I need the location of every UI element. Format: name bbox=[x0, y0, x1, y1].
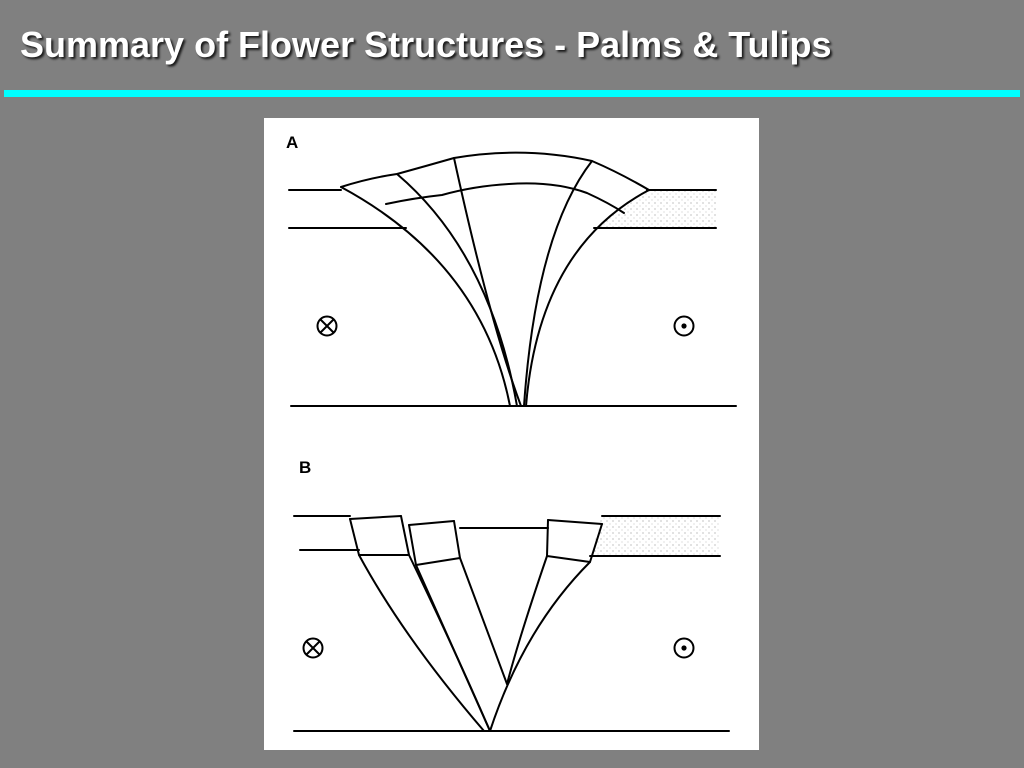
panel-b-strata bbox=[293, 515, 730, 732]
panel-a-uplifted-layers bbox=[340, 151, 650, 214]
panel-a-right-layer-shading bbox=[594, 190, 716, 228]
slide-title: Summary of Flower Structures - Palms & T… bbox=[20, 24, 832, 65]
out-of-page-symbol bbox=[673, 637, 695, 659]
title-underline bbox=[4, 90, 1020, 97]
panel-b-right-layer-shading bbox=[590, 516, 720, 556]
out-of-page-symbol bbox=[673, 315, 695, 337]
into-page-symbol bbox=[316, 315, 338, 337]
panel-a-label: A bbox=[286, 133, 298, 152]
panel-a-faults bbox=[340, 157, 650, 407]
panel-a-strata bbox=[288, 189, 737, 407]
flower-structures-diagram: A bbox=[286, 133, 737, 732]
panel-b-dropped-layers bbox=[349, 515, 603, 566]
panel-b-label: B bbox=[299, 458, 311, 477]
panel-a: A bbox=[286, 133, 737, 407]
into-page-symbol bbox=[302, 637, 324, 659]
flower-structures-figure: A bbox=[264, 118, 759, 750]
panel-b-faults bbox=[349, 515, 603, 732]
panel-b: B bbox=[293, 458, 730, 732]
